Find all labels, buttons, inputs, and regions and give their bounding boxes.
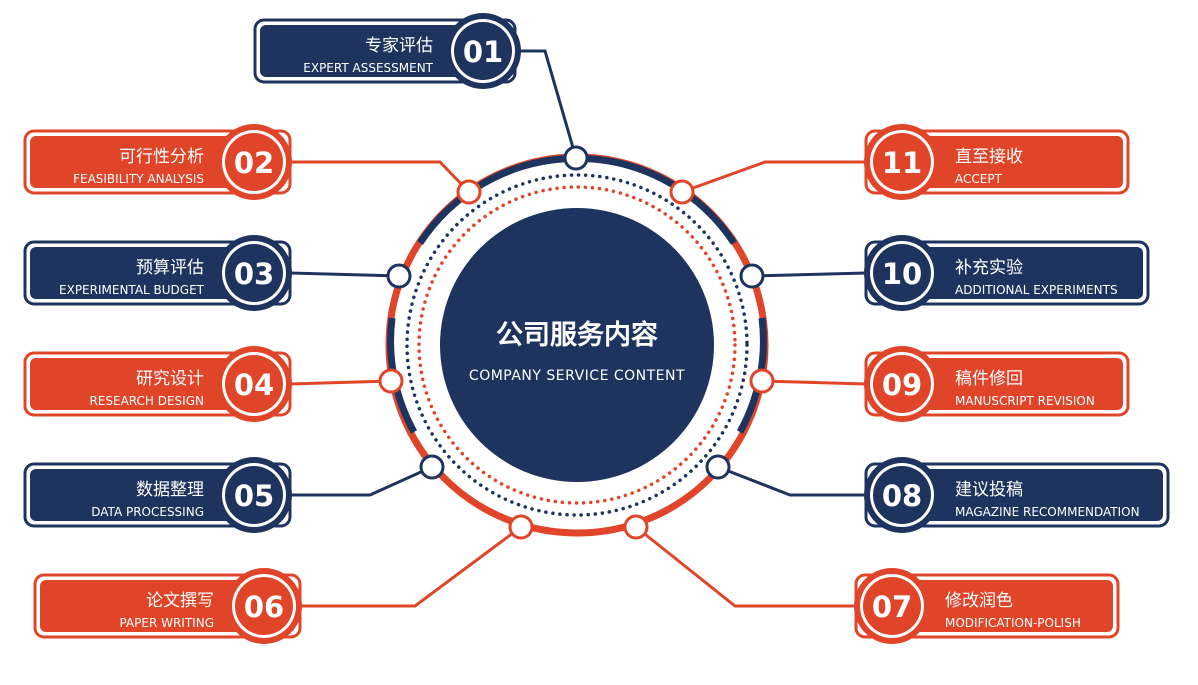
card-title-en: PAPER WRITING: [119, 616, 214, 630]
card-title-cn: 直至接收: [955, 147, 1023, 167]
badge-number: 04: [234, 368, 274, 402]
badge-number: 08: [882, 479, 922, 513]
badge-inner: [873, 244, 931, 302]
card-title-en: ADDITIONAL EXPERIMENTS: [955, 283, 1118, 297]
connector-node-03: [386, 263, 412, 289]
connector-line-02: [290, 160, 471, 194]
card-title-cn: 数据整理: [136, 480, 204, 500]
card-title-cn: 可行性分析: [119, 147, 204, 167]
badge-number: 03: [234, 257, 274, 291]
connector-line-05: [290, 465, 433, 497]
card-title-cn: 预算评估: [136, 258, 204, 278]
connector-node-11: [669, 179, 695, 205]
badge-inner: [225, 133, 283, 191]
card-title-en: MAGAZINE RECOMMENDATION: [955, 505, 1140, 519]
badge-number: 10: [882, 257, 922, 291]
connector-line-01: [515, 49, 578, 159]
service-card-11: 11 直至接收 ACCEPT: [864, 124, 1130, 200]
service-card-03: 03 预算评估 EXPERIMENTAL BUDGET: [23, 235, 292, 311]
card-body: [871, 247, 1143, 299]
badge-number: 09: [882, 368, 922, 402]
dotted-ring-orange: [417, 185, 737, 505]
connector-node-04: [378, 368, 404, 394]
card-title-cn: 稿件修回: [955, 369, 1023, 389]
badge-inner: [225, 355, 283, 413]
card-title-cn: 研究设计: [136, 369, 204, 389]
connector-line-07: [635, 525, 856, 608]
center-hub: 公司服务内容 COMPANY SERVICE CONTENT: [440, 208, 714, 482]
badge-inner: [873, 133, 931, 191]
card-title-cn: 论文撰写: [146, 591, 214, 611]
connector-node-05: [419, 454, 445, 480]
badge-number: 05: [234, 479, 274, 513]
connector-lines: [289, 49, 867, 608]
center-subtitle: COMPANY SERVICE CONTENT: [469, 368, 685, 384]
badge-number: 06: [244, 590, 284, 624]
connector-node-09: [749, 368, 775, 394]
badge-inner: [863, 577, 921, 635]
dotted-ring-navy: [405, 173, 749, 517]
connector-line-11: [681, 160, 866, 194]
card-title-cn: 建议投稿: [955, 480, 1023, 500]
connector-node-02: [456, 179, 482, 205]
connector-line-03: [289, 271, 400, 278]
badge-inner: [873, 466, 931, 524]
center-circle: [440, 208, 714, 482]
badge-number: 07: [872, 590, 912, 624]
connector-node-01: [563, 145, 589, 171]
service-cards: 01 专家评估 EXPERT ASSESSMENT 02 可行性分析 FEASIBILIT…: [23, 13, 1170, 644]
badge-inner: [225, 466, 283, 524]
badge-inner: [873, 355, 931, 413]
card-title-cn: 专家评估: [365, 36, 433, 56]
badge-inner: [235, 577, 293, 635]
connector-node-06: [508, 514, 534, 540]
card-title-en: MODIFICATION-POLISH: [945, 616, 1081, 630]
badge-inner: [225, 244, 283, 302]
card-title-en: DATA PROCESSING: [91, 505, 204, 519]
card-title-en: ACCEPT: [955, 172, 1003, 186]
service-card-06: 06 论文撰写 PAPER WRITING: [33, 568, 302, 644]
service-card-07: 07 修改润色 MODIFICATION-POLISH: [854, 568, 1120, 644]
connector-line-08: [717, 465, 866, 497]
card-title-cn: 补充实验: [955, 258, 1023, 278]
card-title-cn: 修改润色: [945, 591, 1013, 611]
connector-line-04: [289, 379, 392, 386]
service-card-02: 02 可行性分析 FEASIBILITY ANALYSIS: [23, 124, 292, 200]
badge-inner: [454, 22, 512, 80]
badge-number: 11: [882, 146, 922, 180]
connector-line-09: [761, 379, 867, 386]
badge-number: 02: [234, 146, 274, 180]
card-title-en: MANUSCRIPT REVISION: [955, 394, 1095, 408]
card-title-en: EXPERIMENTAL BUDGET: [59, 283, 205, 297]
badge-number: 01: [463, 35, 503, 69]
center-title: 公司服务内容: [496, 319, 658, 351]
service-card-08: 08 建议投稿 MAGAZINE RECOMMENDATION: [864, 457, 1170, 533]
connector-line-10: [751, 271, 867, 278]
connector-line-06: [300, 525, 522, 608]
connector-node-10: [739, 263, 765, 289]
service-card-05: 05 数据整理 DATA PROCESSING: [23, 457, 292, 533]
service-card-01: 01 专家评估 EXPERT ASSESSMENT: [253, 13, 521, 89]
service-card-04: 04 研究设计 RESEARCH DESIGN: [23, 346, 292, 422]
connector-node-08: [705, 454, 731, 480]
card-body: [871, 469, 1163, 521]
card-title-en: FEASIBILITY ANALYSIS: [73, 172, 204, 186]
connector-node-07: [623, 514, 649, 540]
connector-nodes: [378, 145, 775, 540]
service-card-10: 10 补充实验 ADDITIONAL EXPERIMENTS: [864, 235, 1150, 311]
card-title-en: EXPERT ASSESSMENT: [303, 61, 433, 75]
card-title-en: RESEARCH DESIGN: [89, 394, 204, 408]
service-card-09: 09 稿件修回 MANUSCRIPT REVISION: [864, 346, 1130, 422]
